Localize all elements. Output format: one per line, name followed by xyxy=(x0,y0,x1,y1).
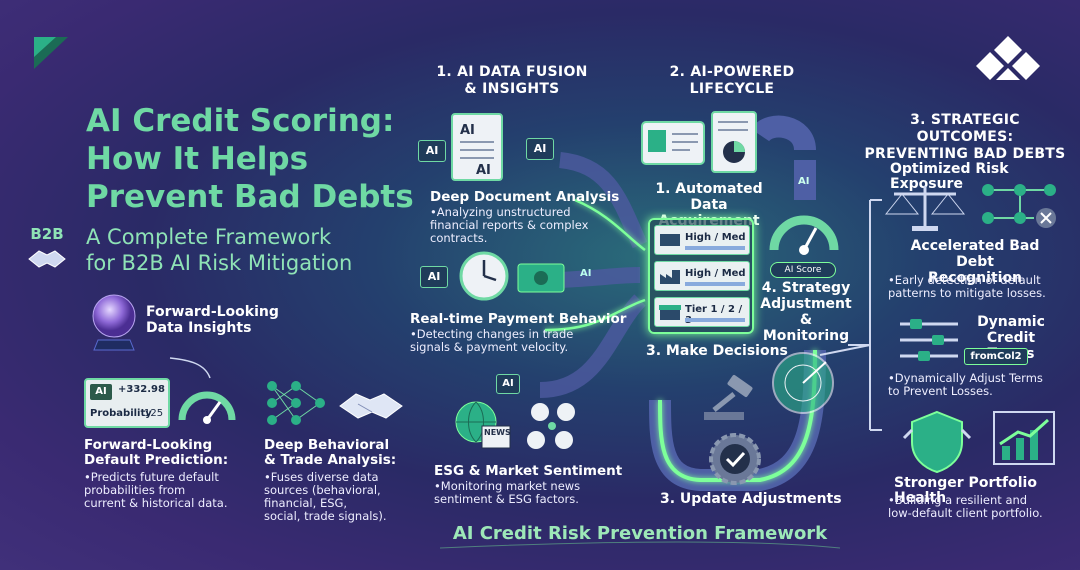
checkmark-gear-icon xyxy=(709,433,761,485)
gavel-icon xyxy=(704,374,753,420)
shield-icon xyxy=(902,410,972,474)
risk-row-3: Tier 1 / 2 / 3 xyxy=(654,297,750,327)
main-title-line2: How It Helps xyxy=(86,141,309,177)
handshake-deal-icon xyxy=(339,393,403,419)
globe-news-icon xyxy=(455,401,511,449)
doc-analysis-desc: Analyzing unstructured financial reports… xyxy=(430,206,610,245)
brand-logo-right xyxy=(976,36,1040,80)
svg-text:AI: AI xyxy=(460,123,475,138)
svg-text:AI: AI xyxy=(476,163,491,178)
engine-icon xyxy=(660,234,680,246)
dynamic-terms-desc: Dynamically Adjust Terms to Prevent Loss… xyxy=(888,372,1078,398)
section2-header: 2. AI-POWERED LIFECYCLE xyxy=(669,64,795,97)
prob-score: 125 xyxy=(144,408,164,419)
document-icon: AI AI xyxy=(451,113,503,181)
b2b-label: B2B xyxy=(30,225,64,243)
step3-decide-label: 3. Make Decisions xyxy=(646,343,788,359)
payment-desc: Detecting changes in trade signals & pay… xyxy=(410,328,600,354)
probability-widget: AI +332.98 Probability 125 xyxy=(84,378,170,428)
esg-title: ESG & Market Sentiment xyxy=(434,463,623,479)
report-chart-icon xyxy=(711,111,757,173)
ai-chip-esg: AI xyxy=(496,374,520,394)
brand-logo-left xyxy=(34,37,68,69)
esg-desc: Monitoring market news sentiment & ESG f… xyxy=(434,480,614,506)
risk-row-1-bar xyxy=(685,246,745,250)
behavioral-desc: Fuses diverse data sources (behavioral, … xyxy=(264,471,424,523)
id-card-icon xyxy=(641,121,705,165)
subtitle-line1: A Complete Framework xyxy=(86,225,332,249)
pipe-ai-tag: AI xyxy=(798,176,810,187)
balance-scale-icon xyxy=(884,186,966,231)
handshake-icon xyxy=(28,250,66,268)
main-title: AI Credit Scoring: How It Helps Prevent … xyxy=(86,102,414,216)
slider-controls-icon xyxy=(900,319,958,361)
prob-value: +332.98 xyxy=(118,384,165,395)
process-network-icon xyxy=(982,184,1056,228)
footer-caption: AI Credit Risk Prevention Framework xyxy=(452,523,828,544)
risk-row-1: High / Med xyxy=(654,225,750,255)
doc-analysis-title: Deep Document Analysis xyxy=(430,189,620,205)
main-title-line3: Prevent Bad Debts xyxy=(86,179,414,215)
main-title-line1: AI Credit Scoring: xyxy=(86,103,395,139)
prediction-desc: Predicts future default probabilities fr… xyxy=(84,471,254,510)
update-adjustments-label: 3. Update Adjustments xyxy=(660,491,842,507)
prob-label: Probability xyxy=(90,408,152,419)
subtitle: A Complete Framework for B2B AI Risk Mit… xyxy=(86,224,352,276)
risk-row-2: High / Med xyxy=(654,261,750,291)
prediction-title: Forward-Looking Default Prediction: xyxy=(84,437,229,468)
risk-row-3-bar xyxy=(685,318,745,322)
optimized-risk-label: Optimized Risk Exposure xyxy=(890,161,1009,192)
ai-chip-payment: AI xyxy=(420,266,448,288)
news-label: NEWS xyxy=(484,428,511,437)
accelerated-desc: Early detection of default patterns to m… xyxy=(888,274,1078,300)
gauge-icon xyxy=(178,391,236,424)
cash-flow-icon xyxy=(517,263,565,293)
risk-row-2-label: High / Med xyxy=(685,268,746,279)
prob-ai-tag: AI xyxy=(90,384,112,400)
growth-chart-icon xyxy=(993,411,1055,465)
risk-row-2-bar xyxy=(685,282,745,286)
risk-panel: High / Med High / Med Tier 1 / 2 / 3 xyxy=(648,218,754,334)
risk-row-3-label: Tier 1 / 2 / 3 xyxy=(685,304,743,326)
section1-header: 1. AI DATA FUSION & INSIGHTS xyxy=(436,64,588,97)
ai-score-pill: AI Score xyxy=(770,262,836,278)
neural-network-icon xyxy=(267,381,325,425)
step4-label: 4. Strategy Adjustment & Monitoring xyxy=(760,280,852,344)
crystal-ball-icon xyxy=(92,294,136,351)
clock-icon xyxy=(459,251,509,301)
store-icon xyxy=(659,305,681,320)
factory-icon xyxy=(660,270,680,284)
ai-chip-doc-right: AI xyxy=(526,138,554,160)
dynamic-terms-tag: fromCol2 xyxy=(964,348,1028,365)
behavioral-title: Deep Behavioral & Trade Analysis: xyxy=(264,437,397,468)
subtitle-line2: for B2B AI Risk Mitigation xyxy=(86,251,353,275)
radar-icon xyxy=(772,352,834,414)
social-media-icons xyxy=(527,403,575,449)
b2b-badge: B2B xyxy=(25,225,69,277)
risk-row-1-label: High / Med xyxy=(685,232,746,243)
section3-header: 3. STRATEGIC OUTCOMES: PREVENTING BAD DE… xyxy=(864,112,1066,162)
payment-ai-tag: AI xyxy=(580,268,592,279)
portfolio-desc: Building a resilient and low-default cli… xyxy=(888,494,1078,520)
ai-chip-doc-left: AI xyxy=(418,140,446,162)
payment-title: Real-time Payment Behavior xyxy=(410,311,627,327)
forward-insights-label: Forward-Looking Data Insights xyxy=(146,304,279,336)
score-gauge-icon xyxy=(769,215,839,255)
